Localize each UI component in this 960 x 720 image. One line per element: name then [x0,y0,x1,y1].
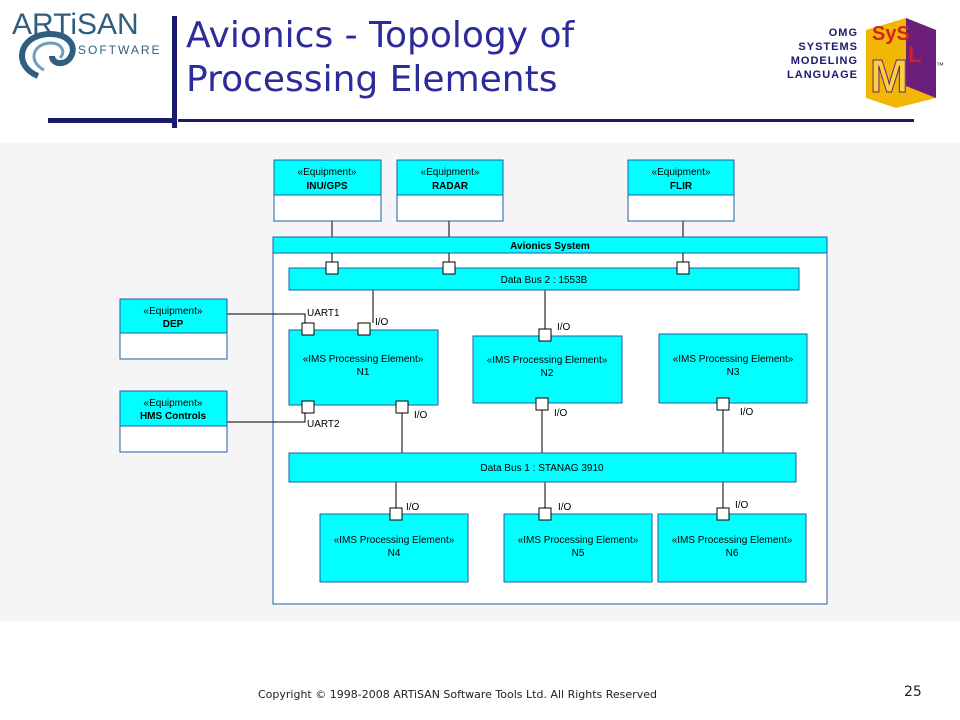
label-io-n1-top: I/O [375,317,389,328]
avionics-system-title: Avionics System [510,241,590,252]
port-n2-io-bottom[interactable] [535,397,549,411]
node-name: N3 [727,367,740,378]
logo-swirl [19,30,76,79]
svg-text:L: L [908,42,921,67]
label-uart1: UART1 [307,308,340,319]
sysml-tm: ™ [936,61,944,70]
title-rule-thick [48,118,172,123]
processing-element-n6[interactable]: «IMS Processing Element» N6 [657,513,807,583]
sysml-mark: M L SyS [866,18,936,108]
node-name: N1 [357,367,370,378]
sysml-logo: OMG SYSTEMS MODELING LANGUAGE M L SyS ™ [787,18,944,108]
ims-stereotype: «IMS Processing Element» [487,355,608,366]
topology-diagram: Avionics System «Equipment» INU/GPS «Equ… [119,159,828,605]
ims-stereotype: «IMS Processing Element» [303,354,424,365]
equipment-name: RADAR [432,181,469,192]
label-io-n5: I/O [558,502,572,513]
ims-stereotype: «IMS Processing Element» [673,354,794,365]
label-io-n4: I/O [406,502,420,513]
node-name: N2 [541,368,554,379]
sysml-logo-line1: OMG [829,27,858,39]
processing-element-n4[interactable]: «IMS Processing Element» N4 [319,513,469,583]
title-line-1: Avionics - Topology of [186,15,575,56]
bus1-label: Data Bus 1 : STANAG 3910 [480,463,604,474]
equipment-inu-gps[interactable]: «Equipment» INU/GPS [273,159,382,222]
slide-title: Avionics - Topology of Processing Elemen… [186,14,746,102]
ims-stereotype: «IMS Processing Element» [334,535,455,546]
label-io-n6: I/O [735,500,749,511]
logo-word: ARTiSAN [12,8,139,41]
port-n2-io-top[interactable] [538,328,552,342]
processing-element-n3[interactable]: «IMS Processing Element» N3 [658,333,808,404]
equipment-flir[interactable]: «Equipment» FLIR [627,159,735,222]
ims-stereotype: «IMS Processing Element» [672,535,793,546]
logo-swirl-inner [32,41,65,72]
equipment-stereotype: «Equipment» [144,398,203,409]
port-bus2-radar[interactable] [442,261,456,275]
port-n5-io[interactable] [538,507,552,521]
ports [301,261,730,521]
sysml-logo-line2: SYSTEMS [798,41,858,53]
title-vertical-rule [172,16,177,128]
page-number: 25 [904,684,922,700]
svg-text:M: M [870,50,908,102]
copyright-notice: Copyright © 1998-2008 ARTiSAN Software T… [258,688,657,701]
port-n1-uart2[interactable] [301,400,315,414]
port-bus2-flir[interactable] [676,261,690,275]
data-bus-2[interactable]: Data Bus 2 : 1553B [288,267,800,291]
equipment-stereotype: «Equipment» [298,167,357,178]
artisan-logo: ARTiSAN SOFTWARE [12,8,162,79]
sysml-logo-line3: MODELING [791,55,858,67]
port-n4-io[interactable] [389,507,403,521]
equipment-stereotype: «Equipment» [144,306,203,317]
port-bus2-inu[interactable] [325,261,339,275]
sysml-logo-line4: LANGUAGE [787,69,858,81]
processing-element-n5[interactable]: «IMS Processing Element» N5 [503,513,653,583]
port-labels: UART1 I/O I/O UART2 I/O I/O I/O I/O I/O … [307,308,754,513]
port-n1-uart1[interactable] [301,322,315,336]
label-uart2: UART2 [307,419,340,430]
processing-element-n2[interactable]: «IMS Processing Element» N2 [472,335,623,404]
equipment-name: INU/GPS [306,181,347,192]
equipment-name: FLIR [670,181,693,192]
equipment-name: HMS Controls [140,411,207,422]
label-io-n2-top: I/O [557,322,571,333]
port-n3-io[interactable] [716,397,730,411]
ims-stereotype: «IMS Processing Element» [518,535,639,546]
equipment-stereotype: «Equipment» [652,167,711,178]
port-n1-io-bottom[interactable] [395,400,409,414]
processing-element-n1[interactable]: «IMS Processing Element» N1 [288,329,439,406]
node-name: N4 [388,548,401,559]
data-bus-1[interactable]: Data Bus 1 : STANAG 3910 [288,452,797,483]
equipment-name: DEP [163,319,184,330]
logo-sub: SOFTWARE [78,43,162,57]
port-n1-io-top[interactable] [357,322,371,336]
equipment-radar[interactable]: «Equipment» RADAR [396,159,504,222]
label-io-n2-bottom: I/O [554,408,568,419]
title-line-2: Processing Elements [186,59,558,100]
node-name: N6 [726,548,739,559]
equipment-hms-controls[interactable]: «Equipment» HMS Controls [119,390,228,453]
title-rule-thin [178,119,914,122]
node-name: N5 [572,548,585,559]
equipment-stereotype: «Equipment» [421,167,480,178]
label-io-n3: I/O [740,407,754,418]
bus2-label: Data Bus 2 : 1553B [501,275,588,286]
label-io-n1-bottom: I/O [414,410,428,421]
port-n6-io[interactable] [716,507,730,521]
equipment-dep[interactable]: «Equipment» DEP [119,298,228,360]
svg-text:SyS: SyS [872,23,910,45]
